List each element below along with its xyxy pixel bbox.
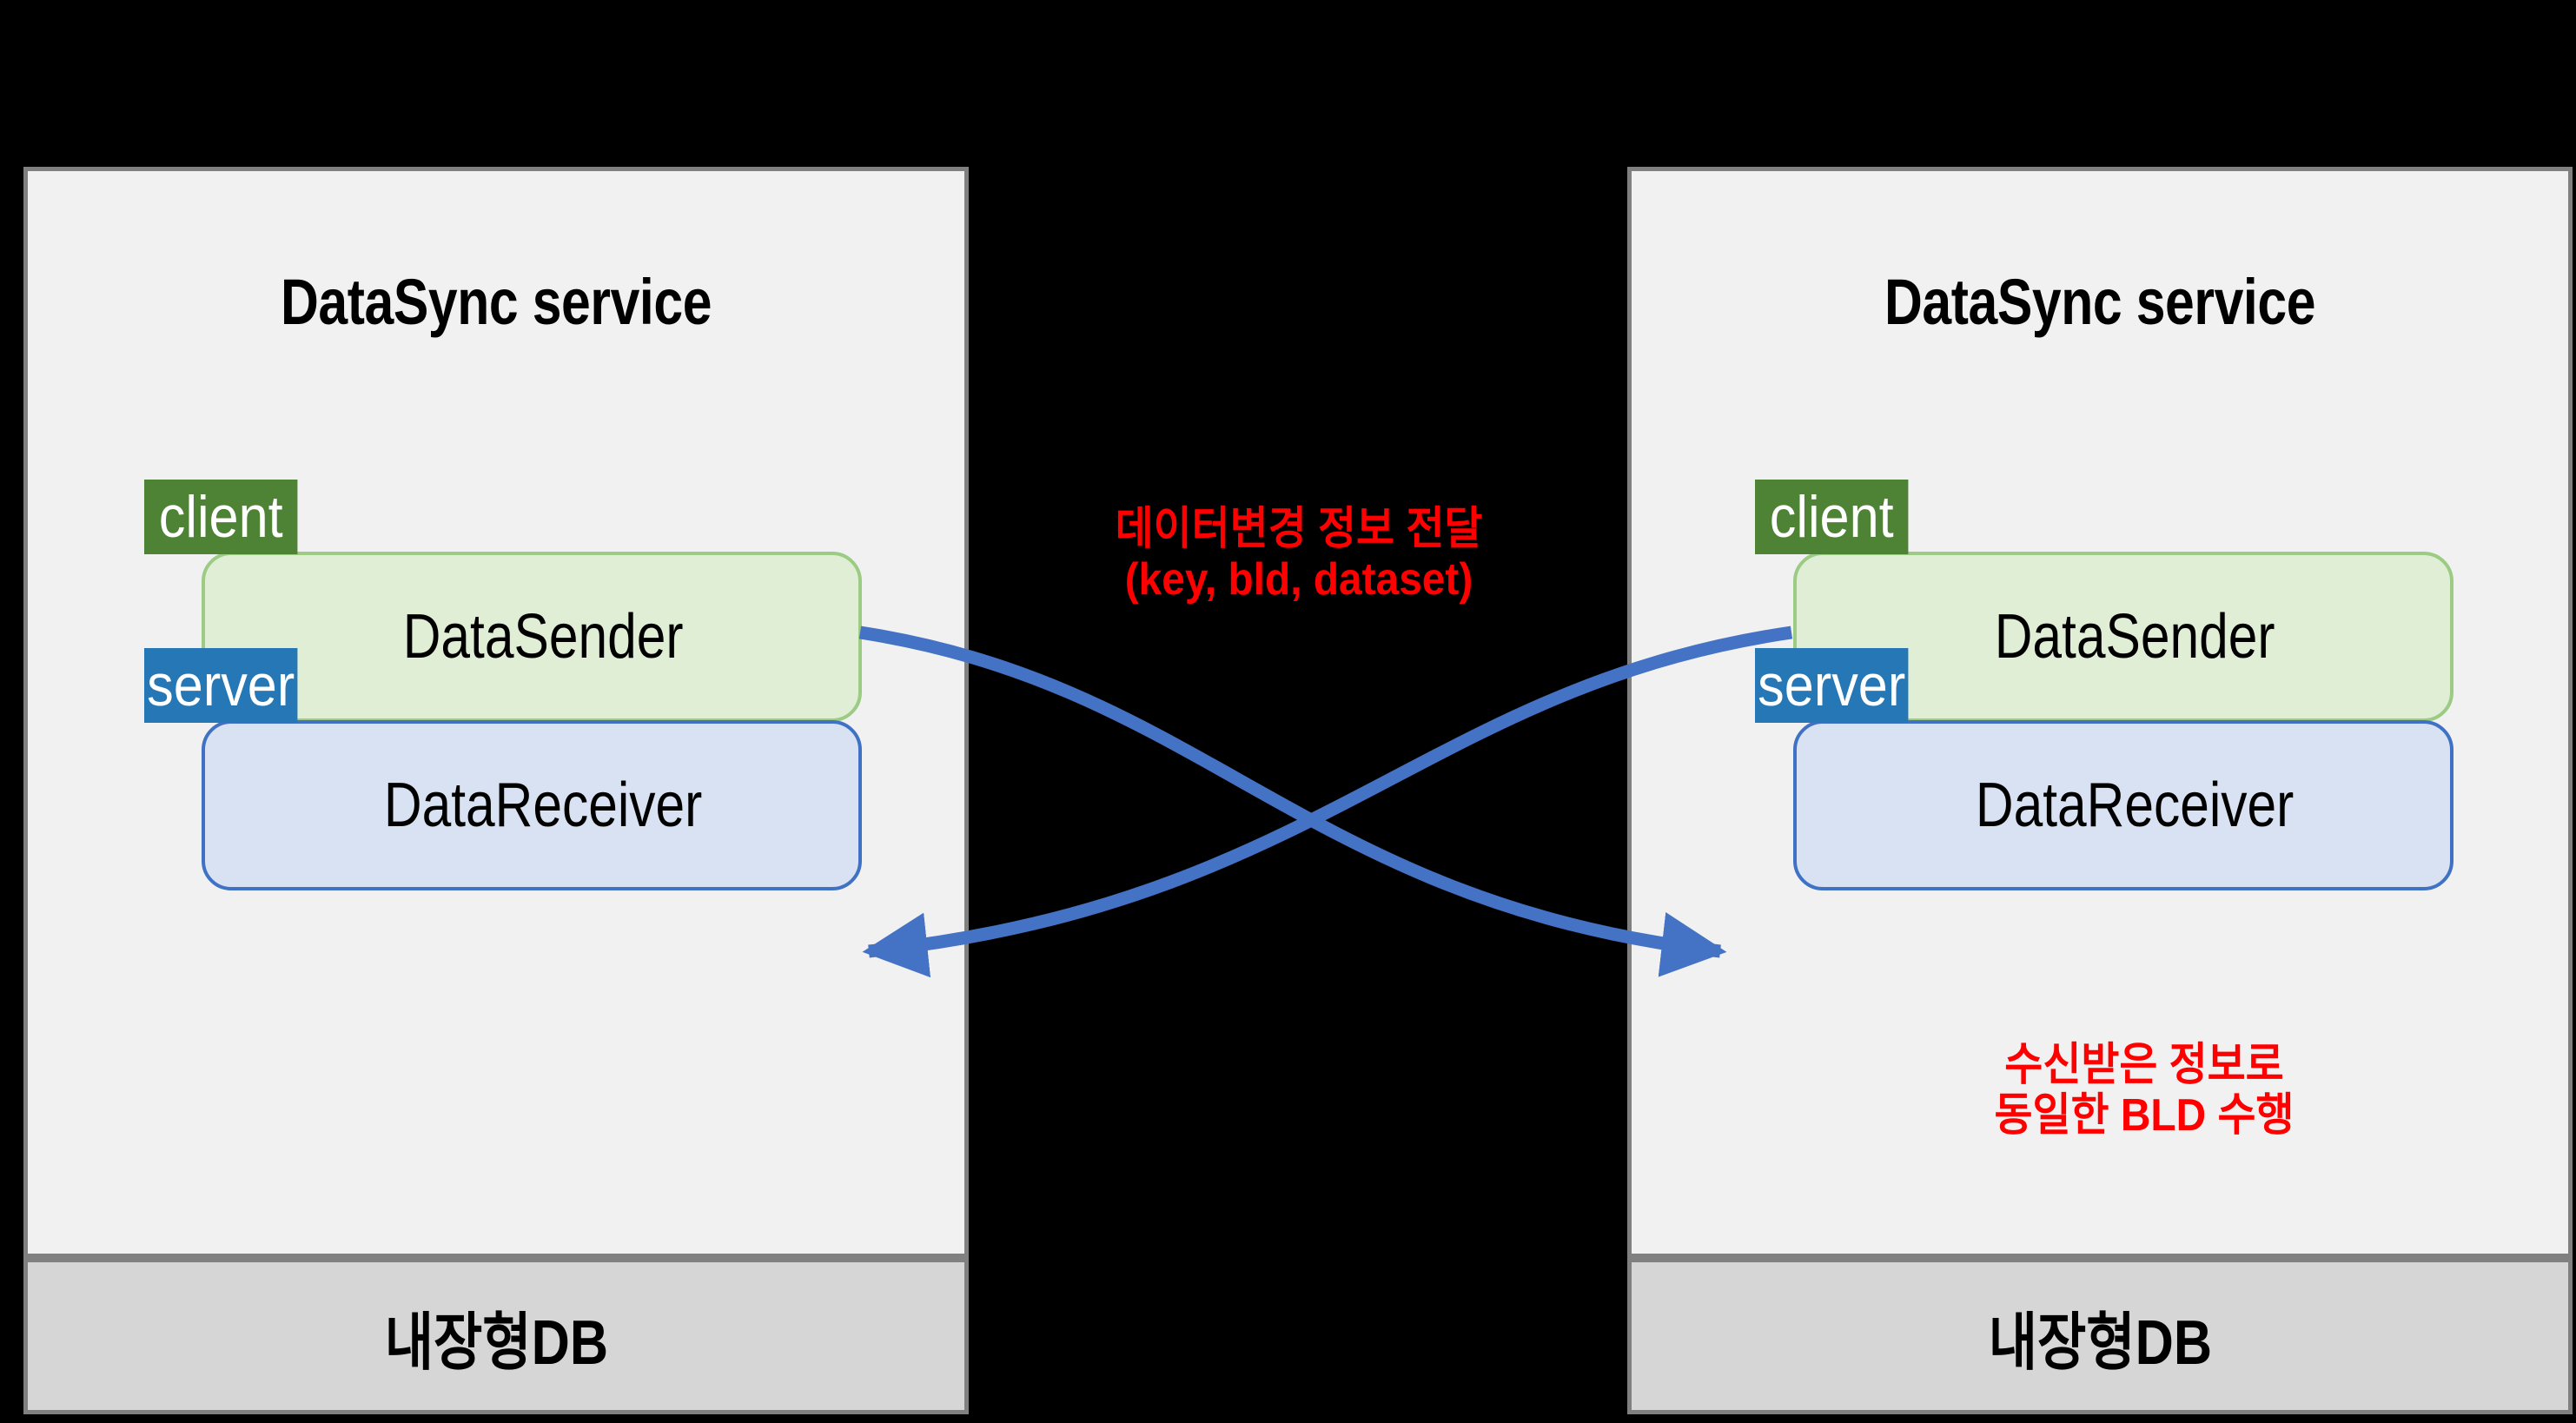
right-db-bar: 내장형DB [1627, 1258, 2573, 1414]
annotation-data-change-transfer: 데이터변경 정보 전달 (key, bld, dataset) [1115, 504, 1483, 606]
connector-left-sender-to-right-receiver [858, 625, 1727, 977]
panel-right-service: DataSync service DataSender client DataR… [1627, 167, 2573, 1258]
left-db-bar: 내장형DB [23, 1258, 969, 1414]
panel-left-service: DataSync service DataSender client DataR… [23, 167, 969, 1258]
left-server-badge: server [144, 648, 298, 723]
right-datareceiver-box[interactable]: DataReceiver [1793, 720, 2453, 890]
left-datareceiver-label: DataReceiver [383, 771, 703, 840]
left-client-badge-label: client [158, 484, 283, 550]
right-client-badge: client [1755, 480, 1909, 554]
left-datasender-label: DataSender [402, 602, 684, 672]
right-server-badge: server [1755, 648, 1909, 723]
annotation-bld-note: 수신받은 정보로 동일한 BLD 수행 [1994, 1040, 2295, 1142]
panel-right-title: DataSync service [1884, 266, 2316, 338]
left-server-badge-label: server [147, 652, 295, 718]
left-datareceiver-box[interactable]: DataReceiver [202, 720, 862, 890]
left-datasender-box[interactable]: DataSender [202, 552, 862, 722]
left-client-badge: client [144, 480, 298, 554]
left-db-label: 내장형DB [384, 1307, 608, 1378]
panel-left-title: DataSync service [280, 266, 712, 338]
right-datasender-label: DataSender [1994, 602, 2275, 672]
right-client-badge-label: client [1769, 484, 1894, 550]
right-db-label: 내장형DB [1988, 1307, 2212, 1378]
right-server-badge-label: server [1758, 652, 1906, 718]
right-datareceiver-label: DataReceiver [1975, 771, 2295, 840]
